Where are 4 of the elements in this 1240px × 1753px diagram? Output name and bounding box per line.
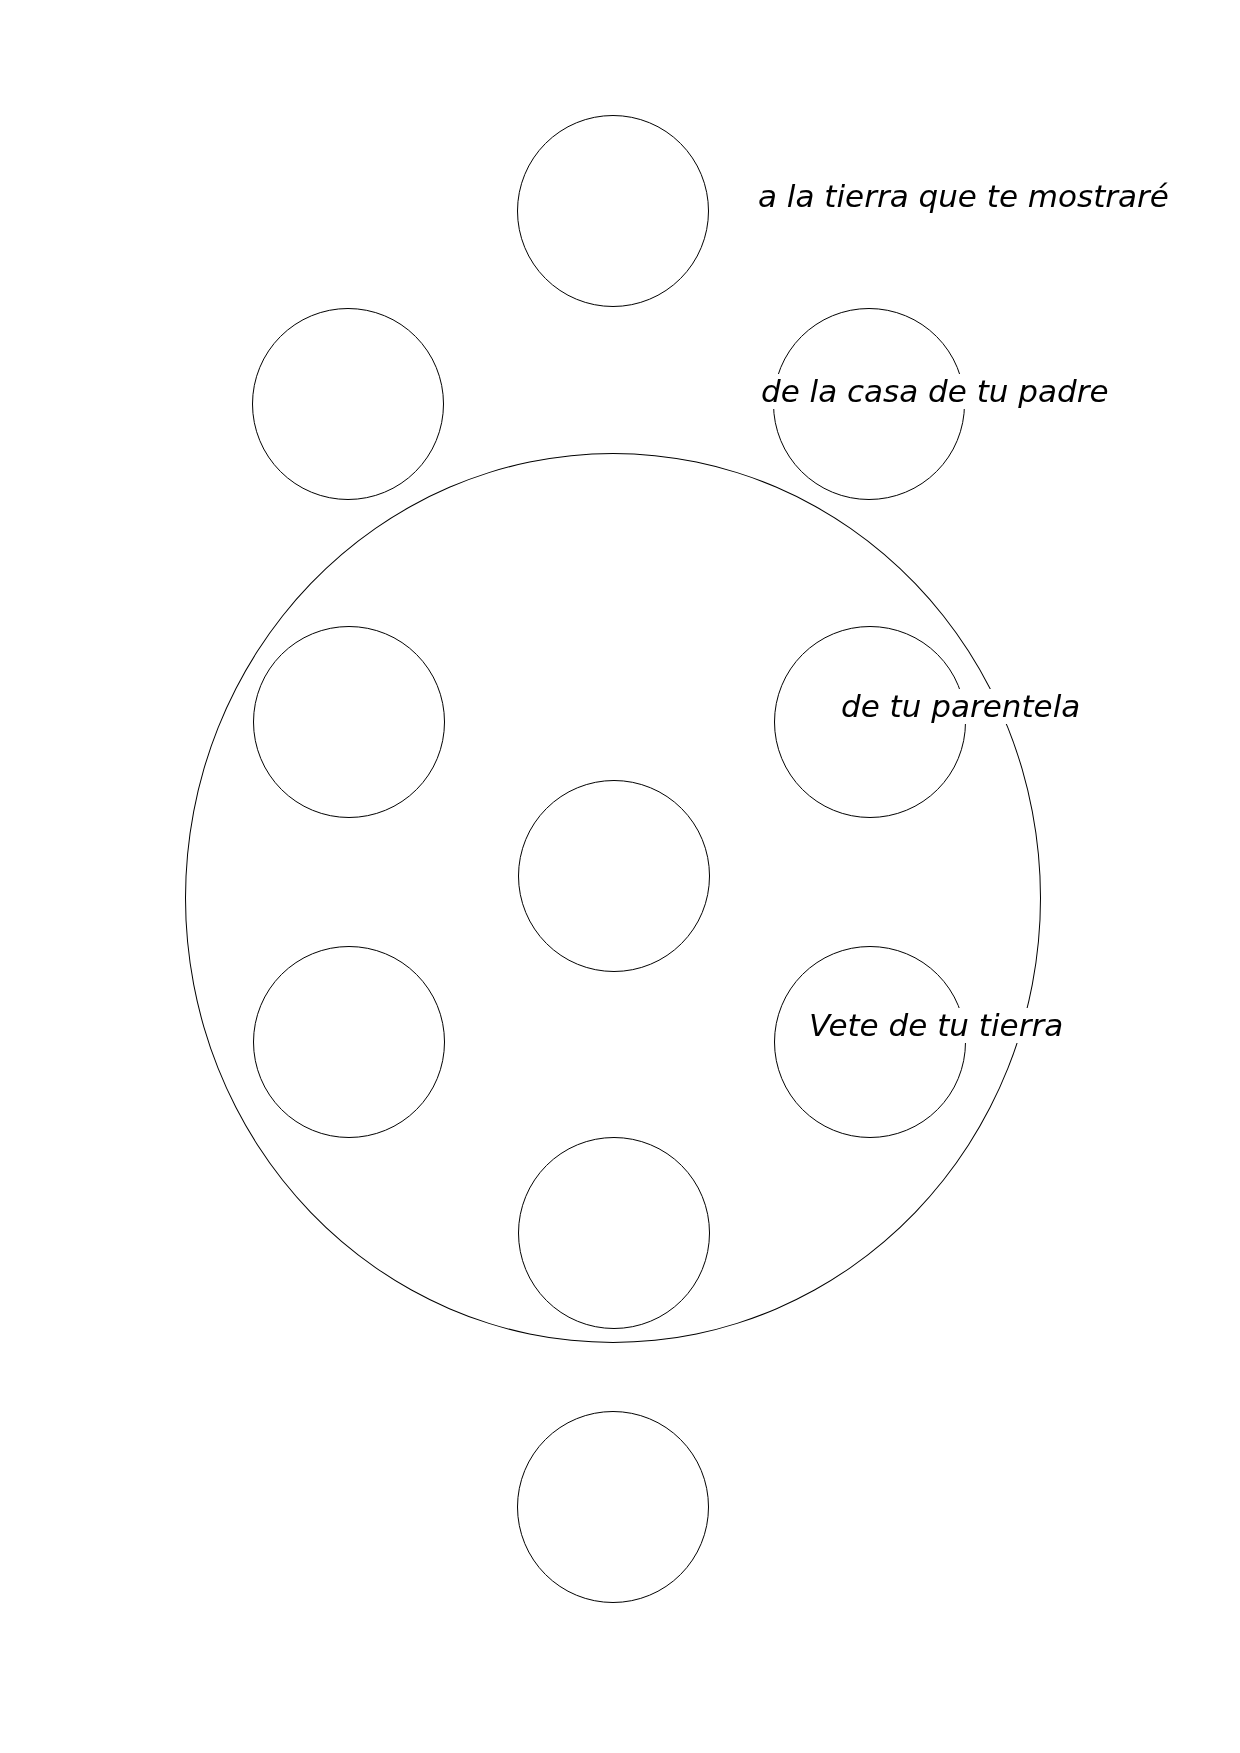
node-text: de tu parentela xyxy=(841,689,1081,724)
caption-text: a la tierra que te mostraré xyxy=(758,181,1169,212)
node-text: Vete de tu tierra xyxy=(809,1008,1064,1043)
node-text: de la casa de tu padre xyxy=(761,374,1109,409)
